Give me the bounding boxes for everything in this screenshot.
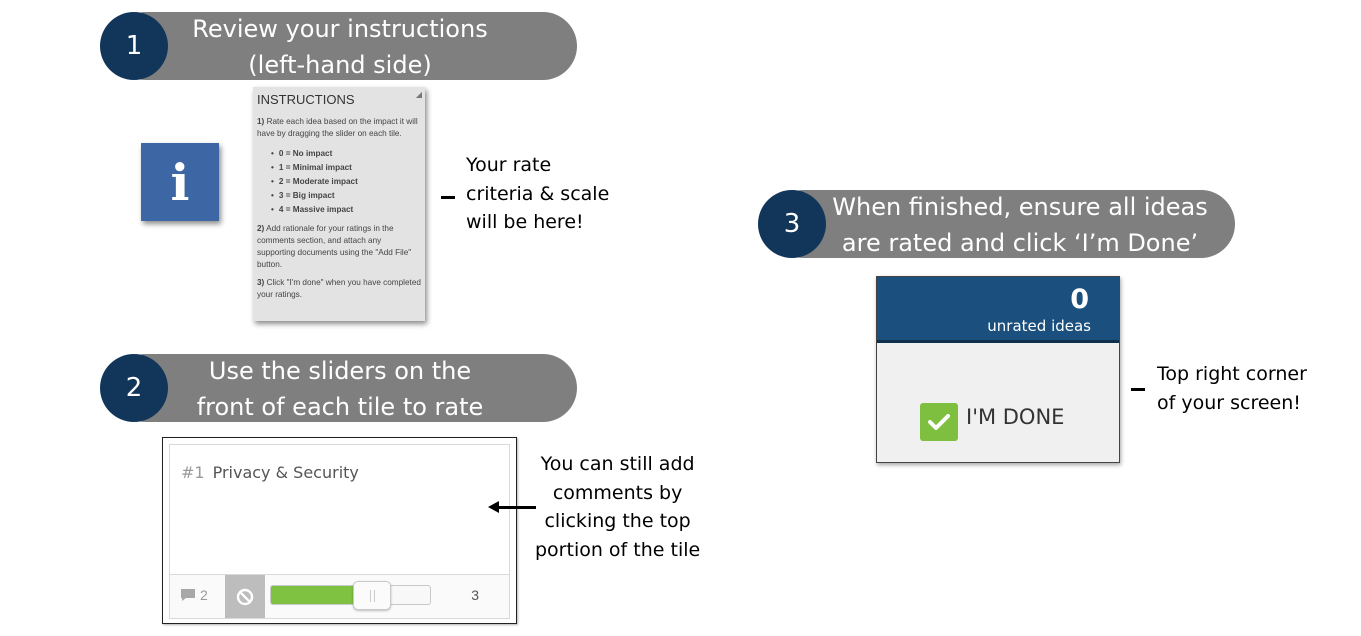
step2-title: Use the sliders on the front of each til… [196, 357, 484, 421]
block-icon [236, 588, 254, 605]
info-icon: i [141, 143, 219, 221]
unrated-label: unrated ideas [987, 317, 1091, 335]
note-done-dash [1131, 388, 1145, 391]
idea-name: Privacy & Security [212, 463, 359, 482]
comment-icon [181, 589, 195, 601]
rating-slider-fill [271, 586, 366, 604]
im-done-label: I'M DONE [966, 405, 1065, 429]
instruction-item-1: 1) Rate each idea based on the impact it… [257, 117, 418, 139]
scale-item: 2 = Moderate impact [271, 175, 421, 189]
done-panel: 0 unrated ideas I'M DONE [876, 276, 1120, 463]
im-done-button[interactable]: I'M DONE [920, 403, 1064, 441]
scale-item: 3 = Big impact [271, 189, 421, 203]
unrated-counter: 0 unrated ideas [877, 277, 1119, 343]
note-instructions: Your rate criteria & scale will be here! [466, 154, 610, 233]
arrow-line [498, 506, 536, 509]
rating-value: 3 [471, 587, 479, 603]
corner-icon: ◢ [415, 90, 422, 99]
step1-title: Review your instructions (left-hand side… [192, 15, 488, 79]
idea-title[interactable]: #1 Privacy & Security [181, 463, 359, 482]
tile-footer: 2 3 [170, 574, 509, 618]
rating-scale-list: 0 = No impact 1 = Minimal impact 2 = Mod… [271, 147, 421, 217]
unrated-count: 0 [1070, 284, 1089, 315]
step3-title: When finished, ensure all ideas are rate… [832, 193, 1208, 257]
scale-item: 4 = Massive impact [271, 203, 421, 217]
scale-item: 1 = Minimal impact [271, 161, 421, 175]
rating-slider-handle[interactable] [353, 581, 391, 610]
arrow-left-icon [488, 501, 499, 513]
idea-tile-body[interactable]: #1 Privacy & Security 2 3 [169, 444, 510, 619]
comment-count-value: 2 [200, 587, 208, 603]
instructions-panel: ◢ INSTRUCTIONS 1) Rate each idea based o… [253, 87, 425, 321]
instruction-item-3: 3) Click "I'm done" when you have comple… [257, 277, 421, 300]
step1-banner [112, 12, 577, 80]
idea-tile[interactable]: #1 Privacy & Security 2 3 [162, 437, 517, 624]
step1-number: 1 [100, 12, 168, 80]
no-rating-button[interactable] [225, 575, 265, 618]
comment-count[interactable]: 2 [180, 587, 208, 603]
info-glyph: i [170, 152, 190, 212]
note-done: Top right corner of your screen! [1157, 363, 1307, 414]
note-tile: You can still add comments by clicking t… [535, 453, 701, 561]
checkmark-icon [920, 403, 958, 441]
scale-item: 0 = No impact [271, 147, 421, 161]
idea-number: #1 [181, 463, 205, 482]
rating-slider[interactable] [270, 581, 431, 610]
step3-number: 3 [758, 190, 826, 258]
instruction-item-2: 2) Add rationale for your ratings in the… [257, 223, 412, 270]
step2-number: 2 [100, 354, 168, 422]
instructions-title: INSTRUCTIONS [257, 92, 355, 107]
note-instructions-dash [441, 196, 455, 199]
step3-banner [770, 190, 1235, 258]
step2-banner [112, 354, 577, 422]
